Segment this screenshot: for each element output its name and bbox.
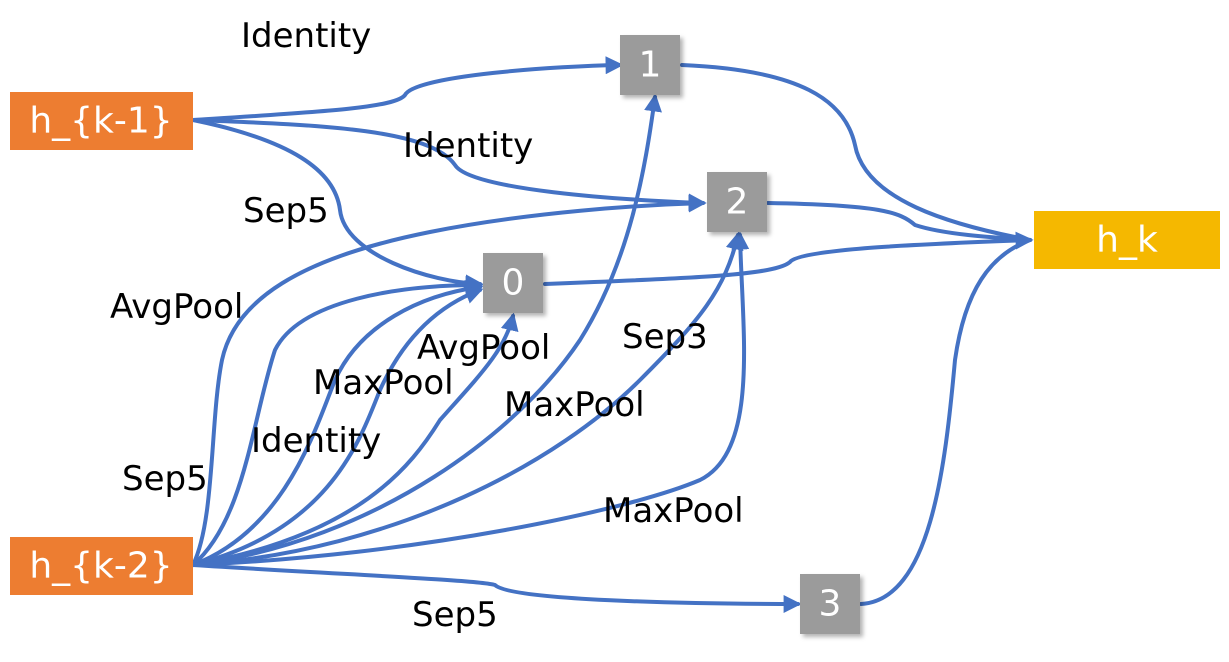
edge-label-hkm2-0-avgpool: AvgPool — [417, 328, 550, 368]
edge-labels: Identity Identity Sep5 AvgPool Sep5 Iden… — [110, 16, 744, 635]
edge-label-hkm2-2-maxpool: MaxPool — [603, 491, 744, 531]
node-2-label: 2 — [726, 182, 749, 223]
edge-hkm2-to-2-avgpool — [191, 194, 707, 567]
edge-hkm1-to-0 — [191, 118, 484, 293]
edge-label-hkm1-0: Sep5 — [243, 191, 329, 231]
edge-hkm2-to-0-identity — [191, 279, 484, 567]
node-h-km2-label: h_{k-2} — [29, 546, 172, 587]
edge-hkm2-to-0-maxpool — [191, 286, 484, 567]
node-0-label: 0 — [502, 263, 525, 304]
node-h-km2: h_{k-2} — [10, 537, 193, 595]
edge-hkm2-to-0-avgpool — [191, 312, 519, 567]
edge-1-to-hk — [680, 63, 1032, 242]
node-h-km1-box — [10, 92, 193, 150]
node-h-km1: h_{k-1} — [10, 92, 193, 150]
edge-label-hkm2-0-maxpool: MaxPool — [313, 363, 454, 403]
edges — [191, 56, 1034, 613]
edge-label-hkm1-1: Identity — [241, 16, 371, 56]
edge-label-hkm1-2: Identity — [403, 126, 533, 166]
node-3: 3 — [800, 574, 860, 634]
edge-hkm2-to-2-maxpool — [191, 231, 750, 567]
node-h-km2-box — [10, 537, 193, 595]
edge-3-to-hk — [859, 238, 1032, 606]
node-3-box — [800, 574, 860, 634]
node-1-label: 1 — [639, 45, 662, 86]
edge-label-hkm2-1: MaxPool — [504, 385, 645, 425]
node-1-box — [620, 35, 680, 95]
edge-hkm2-to-0-sep5 — [191, 276, 484, 567]
edge-hkm2-to-2-sep3 — [191, 231, 744, 567]
edge-label-hkm2-0-identity: Identity — [251, 421, 381, 461]
edge-hkm2-to-1 — [191, 93, 662, 567]
node-h-k-label: h_k — [1096, 220, 1158, 261]
edge-0-to-hk — [543, 231, 1034, 286]
node-0-box — [483, 253, 543, 313]
node-1: 1 — [620, 35, 680, 95]
edge-2-to-hk — [766, 201, 1032, 242]
node-2-box — [707, 172, 767, 232]
edge-label-hkm2-2-sep3: Sep3 — [622, 317, 708, 357]
edge-label-hkm2-2-avgpool: AvgPool — [110, 287, 243, 327]
edge-hkm1-to-1 — [191, 56, 624, 122]
edge-hkm2-to-3 — [191, 563, 802, 613]
edge-label-hkm2-3: Sep5 — [412, 595, 498, 635]
node-2: 2 — [707, 172, 767, 232]
edge-hkm1-to-2 — [191, 118, 707, 212]
node-0: 0 — [483, 253, 543, 313]
node-h-k-box — [1034, 211, 1220, 269]
nodes: h_{k-1} h_{k-2} h_k 0 1 2 3 — [10, 35, 1220, 634]
node-h-km1-label: h_{k-1} — [29, 101, 172, 142]
node-h-k: h_k — [1034, 211, 1220, 269]
node-3-label: 3 — [819, 584, 842, 625]
edge-label-hkm2-0-sep5: Sep5 — [122, 459, 208, 499]
